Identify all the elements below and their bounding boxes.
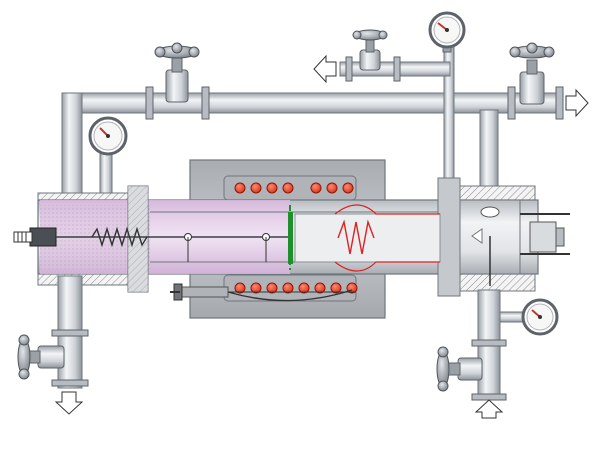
gas-outlet-arrow-icon [313,54,337,84]
thermocouple-feedthrough [170,283,356,302]
pressure-gauge-icon [428,11,466,53]
handwheel-valve-icon[interactable] [17,334,65,380]
left-end-fitting [13,231,33,243]
handwheel-valve-icon[interactable] [352,29,388,71]
right-bottom-inlet [471,289,529,401]
left-bottom-outlet [51,275,89,389]
green-seal-ring [288,205,293,270]
handwheel-valve-icon[interactable] [436,346,483,392]
gas-exhaust-arrow-icon [54,391,84,415]
gas-feed-arrow-icon [474,399,504,419]
push-rod-assembly [56,226,290,262]
pressure-gauge-icon [88,116,128,196]
pressure-gauge-icon [521,298,559,336]
sample-chamber [294,204,441,272]
top-outlet-branch [339,56,451,82]
handwheel-valve-icon[interactable] [154,42,200,103]
heater-coil-top [234,182,354,194]
heater-coil-bottom [234,282,358,294]
gas-inlet-arrow-icon [565,88,589,118]
handwheel-valve-icon[interactable] [509,42,555,105]
right-end-chamber [459,199,570,286]
